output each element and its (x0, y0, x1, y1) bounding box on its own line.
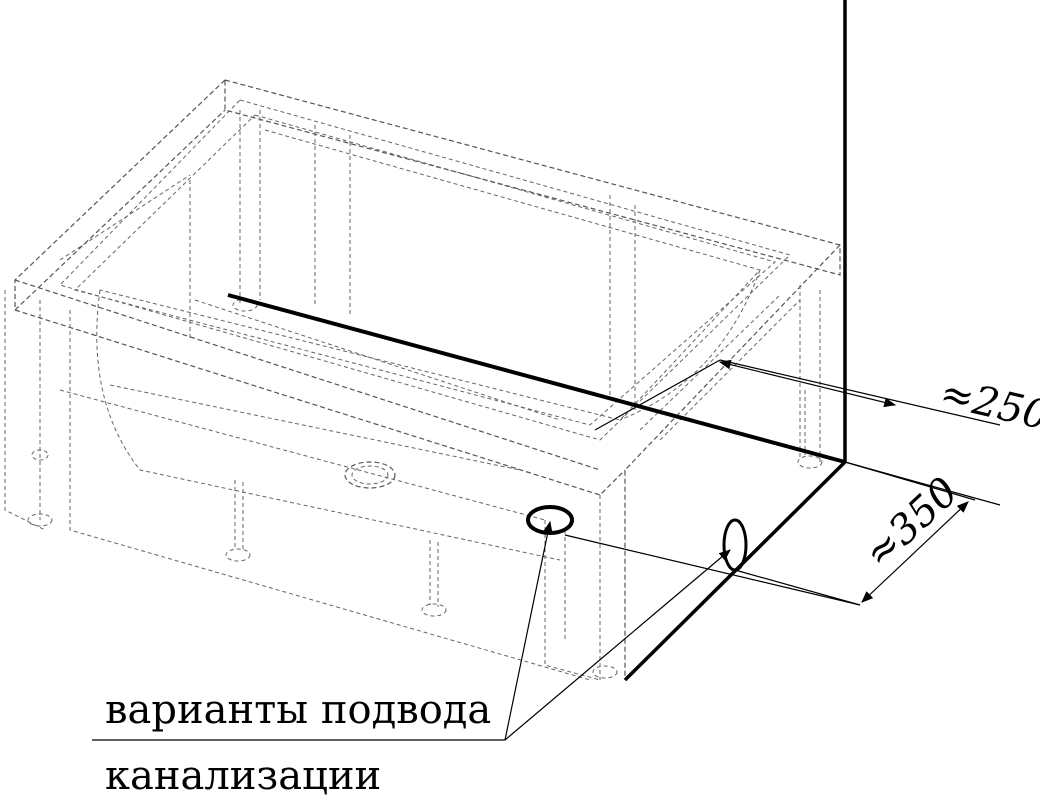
dim-250-label: ≈250 (936, 370, 1040, 440)
bathtub-outline (4, 79, 841, 681)
dimension-250: ≈250 (594, 359, 1040, 506)
caption-line-2: канализации (105, 753, 382, 799)
caption-line-1: варианты подвода (105, 687, 492, 733)
drain-outlet-wall (722, 518, 748, 572)
dimension-350: ≈350 (564, 461, 976, 606)
leader-lines (92, 520, 731, 741)
dim-350-label: ≈350 (855, 469, 967, 578)
drain-outlet-options (526, 505, 748, 572)
wall-lines (227, 0, 847, 682)
drain-outlet-floor (526, 505, 574, 535)
